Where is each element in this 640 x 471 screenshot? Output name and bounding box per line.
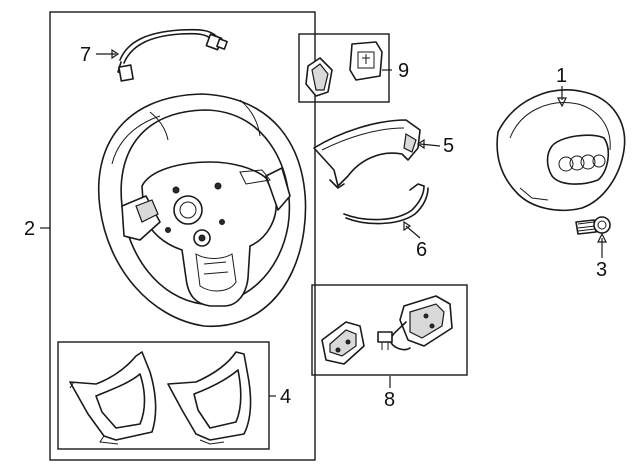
bolt-part (575, 216, 611, 235)
callout-1: 1 (556, 65, 567, 87)
trim-cover-part (313, 119, 421, 189)
callout-8: 8 (384, 389, 395, 411)
callout-6: 6 (416, 239, 427, 261)
paddle-buttons-part (305, 41, 383, 97)
callout-9: 9 (398, 60, 409, 82)
callout-2: 2 (24, 218, 35, 240)
callout-4: 4 (280, 386, 291, 408)
lower-switch-covers-part (69, 351, 252, 445)
callout-3: 3 (596, 259, 607, 281)
paddle-buttons-box (298, 33, 390, 103)
callout-5: 5 (443, 135, 454, 157)
steering-wheel-part (97, 93, 307, 327)
airbag-module-part (496, 89, 626, 212)
leader-lines (40, 48, 607, 397)
lower-trim-strip-part (343, 183, 429, 225)
switch-module-box (311, 284, 468, 376)
switch-module-part (321, 295, 453, 365)
wiring-harness-part (117, 28, 228, 82)
steering-wheel-assembly-frame (49, 11, 316, 461)
callout-7: 7 (80, 44, 91, 66)
